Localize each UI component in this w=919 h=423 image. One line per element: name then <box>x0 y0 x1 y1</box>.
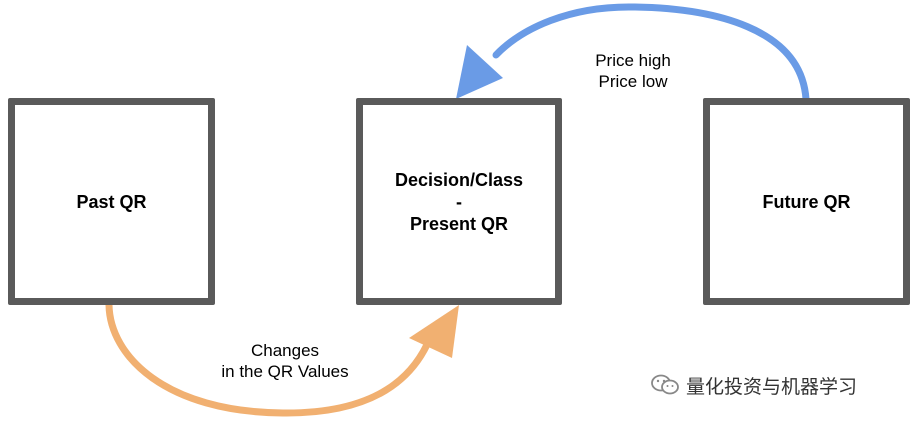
watermark: 量化投资与机器学习 <box>650 372 857 398</box>
watermark-text: 量化投资与机器学习 <box>686 375 858 398</box>
present-qr-label: Decision/Class - Present QR <box>394 169 524 234</box>
past-qr-label: Past QR <box>76 191 147 212</box>
future-qr-label: Future QR <box>762 191 851 212</box>
future-to-present-arrow-line <box>492 3 810 103</box>
wechat-icon <box>651 374 679 395</box>
past-to-present-arrow-head <box>409 305 459 358</box>
price-annotation: Price high Price low <box>595 51 671 91</box>
past-qr-box: Past QR <box>8 98 215 305</box>
present-qr-box: Decision/Class - Present QR <box>356 98 562 305</box>
future-qr-box: Future QR <box>703 98 910 305</box>
past-to-present-arrow-line <box>105 301 434 417</box>
changes-annotation: Changes in the QR Values <box>221 341 349 381</box>
future-to-present-arrow-head <box>456 45 503 99</box>
